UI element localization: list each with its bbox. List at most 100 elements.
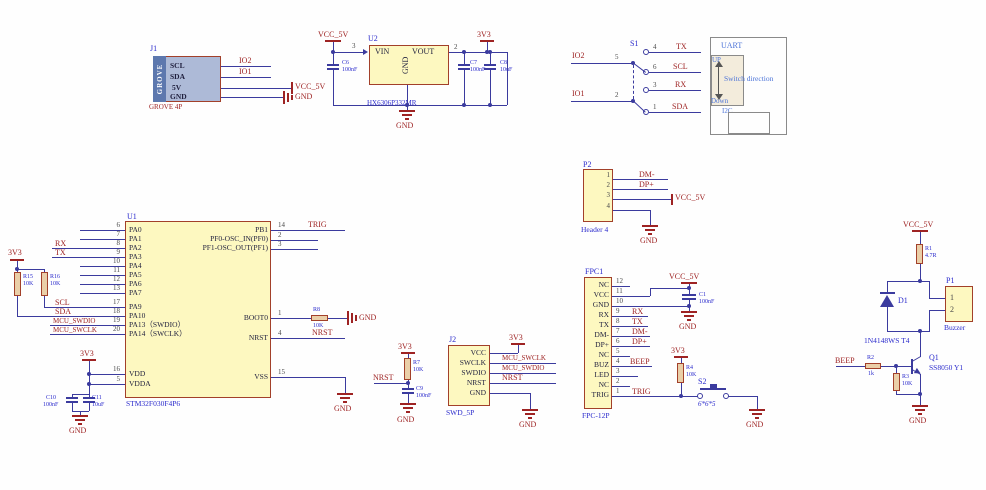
net-label-scl: SCL (55, 298, 70, 307)
net-label-sda: SDA (55, 307, 72, 316)
net-label-rx: RX (632, 307, 644, 316)
u1-pin-pa4: PA4 (129, 261, 142, 270)
wire (649, 52, 701, 53)
s1-contact[interactable] (643, 87, 649, 93)
wire (929, 310, 945, 311)
u2-pin-vout: VOUT (412, 47, 435, 56)
q1-part-number: SS8050 Y1 (929, 363, 964, 372)
c10-value: 100nF (43, 402, 59, 408)
fpc1-connector-body[interactable] (584, 277, 612, 409)
u2-pin-gnd: GND (401, 56, 410, 74)
wire (507, 52, 508, 105)
u2-pin2-number: 2 (454, 43, 458, 51)
u2-pin-vin: VIN (375, 47, 390, 56)
junction-dot (405, 103, 409, 107)
s2-terminal[interactable] (697, 393, 703, 399)
junction-dot (462, 50, 466, 54)
resistor-r15[interactable] (14, 272, 21, 296)
p1-buzzer-connector[interactable] (945, 286, 973, 322)
capacitor-c7[interactable] (458, 64, 470, 66)
capacitor-c10[interactable] (66, 397, 78, 399)
wire (612, 346, 650, 347)
c8-designator: C8 (500, 60, 508, 66)
net-label-rx: RX (675, 80, 687, 89)
power-flag-bar (681, 282, 697, 284)
power-flag-bar (671, 194, 673, 205)
s2-size: 6*6*5 (698, 400, 716, 408)
p2-pin2-number: 2 (606, 181, 611, 189)
j2-swd-connector[interactable] (448, 345, 490, 406)
p2-header-body[interactable] (583, 169, 613, 222)
s1-pin6-number: 6 (653, 63, 657, 71)
u1-pin-pa5: PA5 (129, 270, 142, 279)
u1-pin-vdd: VDD (129, 369, 146, 378)
c10-designator: C10 (46, 395, 57, 401)
junction-dot (687, 286, 691, 290)
gnd-label: GND (519, 420, 537, 429)
s1-blade[interactable] (633, 63, 646, 73)
power-label-vcc5v: VCC_5V (903, 220, 934, 229)
j2-pin-swdio: SWDIO (461, 368, 486, 377)
resistor-r8[interactable] (311, 315, 328, 321)
q1-transistor[interactable] (911, 359, 913, 374)
capacitor-c9[interactable] (402, 388, 414, 390)
resistor-r3[interactable] (893, 373, 900, 391)
s2-button-bar[interactable] (700, 388, 726, 390)
u1-pin-pf1: PF1-OSC_OUT(PF1) (202, 243, 268, 252)
wire (613, 199, 671, 200)
arrow-down-icon (715, 94, 723, 100)
resistor-r1[interactable] (916, 244, 923, 264)
j2-designator: J2 (449, 335, 457, 344)
gnd-label: GND (69, 426, 87, 435)
u2-regulator-body[interactable] (369, 45, 449, 85)
fpc1-part: FPC-12P (582, 411, 610, 420)
power-label-3v3: 3V3 (80, 349, 94, 358)
power-label-3v3: 3V3 (509, 333, 523, 342)
wire (52, 248, 125, 249)
p2-pin3-number: 3 (606, 191, 611, 199)
s1-pole-dot (631, 61, 635, 65)
wire (887, 331, 930, 332)
wire (896, 394, 921, 395)
j1-pin-gnd: GND (170, 92, 187, 101)
wire (80, 293, 125, 294)
wire (271, 240, 318, 241)
net-label-mcu-swclk: MCU_SWCLK (502, 354, 546, 362)
wire (612, 376, 638, 377)
capacitor-c8[interactable] (484, 64, 496, 66)
c6-designator: C6 (342, 60, 350, 66)
wire (612, 356, 630, 357)
wire (649, 90, 701, 91)
resistor-r4[interactable] (677, 363, 684, 383)
resistor-r2[interactable] (865, 363, 881, 369)
diode-d1[interactable] (880, 295, 894, 307)
wire (612, 296, 650, 297)
s2-designator: S2 (698, 377, 707, 386)
s1-contact[interactable] (643, 49, 649, 55)
power-label-3v3: 3V3 (398, 342, 412, 351)
j2-pin-vcc: VCC (470, 348, 486, 357)
resistor-r7[interactable] (404, 358, 411, 380)
capacitor-c11[interactable] (83, 397, 95, 399)
wire (345, 377, 346, 393)
net-label-tx: TX (632, 317, 643, 326)
wire (650, 210, 651, 225)
wire (221, 66, 271, 67)
junction-dot (679, 394, 683, 398)
r2-designator: R2 (867, 355, 875, 361)
net-label-io1: IO1 (239, 67, 252, 76)
u1-pin-pa14: PA14（SWCLK） (129, 329, 187, 338)
net-label-mcu-swdio: MCU_SWDIO (502, 364, 545, 372)
capacitor-c6[interactable] (327, 64, 339, 66)
gnd-label: GND (909, 416, 927, 425)
r1-designator: R1 (925, 246, 933, 252)
direction-down-label: Down (711, 97, 729, 105)
capacitor-c1[interactable] (682, 294, 696, 296)
u1-mcu-body[interactable] (125, 221, 271, 398)
net-label-tx: TX (55, 248, 66, 257)
s1-blade[interactable] (633, 101, 646, 113)
resistor-r16[interactable] (41, 272, 48, 296)
net-label-nrst: NRST (373, 373, 394, 382)
s2-button-knob[interactable] (710, 384, 717, 388)
